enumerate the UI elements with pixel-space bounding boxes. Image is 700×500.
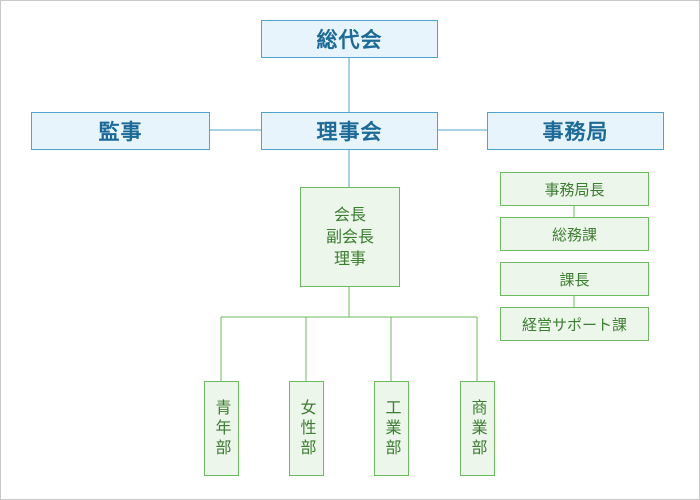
staff-business-support-label: 経営サポート課: [521, 315, 627, 334]
staff-section-chief-label: 課長: [559, 270, 590, 289]
general-assembly-box: 総代会: [261, 20, 438, 58]
secretariat-label: 事務局: [542, 120, 609, 144]
executive-vice-chairman: 副会長: [325, 227, 374, 246]
auditor-label: 監事: [98, 120, 143, 144]
staff-business-support-box: 経営サポート課: [500, 307, 649, 341]
division-industry-label: 工業部: [382, 398, 402, 459]
division-commerce-box: 商業部: [460, 381, 495, 476]
staff-secretary-general-label: 事務局長: [544, 180, 605, 199]
division-youth-label: 青年部: [212, 398, 232, 459]
secretariat-box: 事務局: [487, 112, 664, 150]
general-assembly-label: 総代会: [316, 28, 383, 52]
division-youth-box: 青年部: [204, 381, 239, 476]
executives-box: 会長 副会長 理事: [300, 187, 400, 287]
executive-chairman: 会長: [333, 205, 366, 224]
auditor-box: 監事: [31, 112, 210, 150]
division-women-box: 女性部: [289, 381, 324, 476]
board-box: 理事会: [261, 112, 438, 150]
division-commerce-label: 商業部: [468, 398, 488, 459]
staff-general-affairs-box: 総務課: [500, 217, 649, 251]
staff-general-affairs-label: 総務課: [551, 225, 597, 244]
staff-section-chief-box: 課長: [500, 262, 649, 296]
division-women-label: 女性部: [297, 398, 317, 459]
executive-director: 理事: [333, 249, 366, 268]
staff-secretary-general-box: 事務局長: [500, 172, 649, 206]
division-industry-box: 工業部: [374, 381, 409, 476]
board-label: 理事会: [316, 120, 383, 144]
